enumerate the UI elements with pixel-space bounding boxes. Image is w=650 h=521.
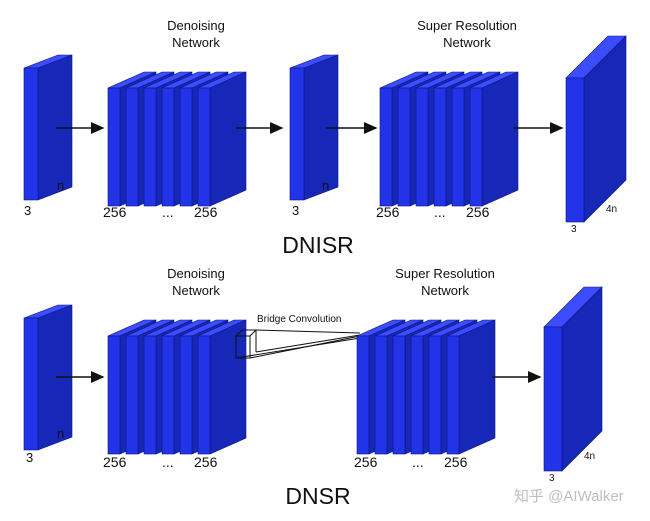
feature-map-slab — [446, 319, 496, 455]
dnisr-denoise-channels-right: 256 — [194, 204, 218, 220]
dnisr-title: DNISR — [282, 232, 354, 258]
bridge-convolution — [234, 329, 361, 359]
feature-map-slab — [197, 319, 247, 455]
dnisr-output-dim: 3 — [571, 224, 577, 235]
dnisr-denoising-label: Denoising — [167, 18, 225, 33]
dnsr-denoising-label: Denoising — [167, 266, 225, 281]
dnsr-output-side: 4n — [584, 451, 595, 462]
dnsr-sr-label-2: Network — [421, 283, 469, 298]
dnsr-input-slab — [23, 304, 73, 451]
dnsr-title: DNSR — [285, 483, 350, 509]
dnisr-output-side: 4n — [606, 204, 617, 215]
feature-map-slab — [469, 71, 519, 207]
dnisr-denoising-label-2: Network — [172, 35, 220, 50]
dnsr-sr-channels-left: 256 — [354, 454, 378, 470]
dnisr-mid-slab — [289, 54, 339, 201]
dnisr-mid-side: n — [322, 178, 329, 193]
dnisr-sr-channels-left: 256 — [376, 204, 400, 220]
dnisr-denoising-stack — [107, 71, 247, 207]
dnsr-diagram: 3 n Denoising Network 256 ... 256 Bridge… — [23, 266, 603, 509]
feature-map-slab — [197, 71, 247, 207]
dnsr-output-slab — [543, 286, 603, 472]
dnsr-denoise-channels-left: 256 — [103, 454, 127, 470]
dnsr-sr-label: Super Resolution — [395, 266, 495, 281]
dnisr-denoise-channels-left: 256 — [103, 204, 127, 220]
dnsr-denoising-stack — [107, 319, 247, 455]
dnisr-output-slab — [565, 35, 627, 223]
dnsr-denoise-ellipsis: ... — [162, 454, 174, 470]
dnsr-sr-channels-right: 256 — [444, 454, 468, 470]
dnisr-sr-label-2: Network — [443, 35, 491, 50]
dnsr-denoising-label-2: Network — [172, 283, 220, 298]
dnisr-sr-channels-right: 256 — [466, 204, 490, 220]
dnisr-input-dim: 3 — [24, 203, 31, 218]
dnisr-denoise-ellipsis: ... — [162, 204, 174, 220]
dnsr-sr-stack — [356, 319, 496, 455]
dnisr-sr-stack — [379, 71, 519, 207]
dnsr-output-dim: 3 — [549, 473, 555, 484]
dnisr-sr-label: Super Resolution — [417, 18, 517, 33]
dnisr-mid-dim: 3 — [292, 203, 299, 218]
bridge-convolution-label: Bridge Convolution — [257, 314, 342, 325]
watermark: 知乎 @AIWalker — [514, 488, 624, 505]
dnisr-input-side: n — [57, 178, 64, 193]
dnsr-denoise-channels-right: 256 — [194, 454, 218, 470]
dnsr-input-side: n — [57, 426, 64, 441]
dnisr-input-slab — [23, 54, 73, 201]
dnsr-input-dim: 3 — [26, 450, 33, 465]
dnsr-sr-ellipsis: ... — [412, 454, 424, 470]
dnisr-sr-ellipsis: ... — [434, 204, 446, 220]
dnisr-diagram: 3 n Denoising Network 256 ... 256 3 n Su… — [23, 18, 627, 258]
